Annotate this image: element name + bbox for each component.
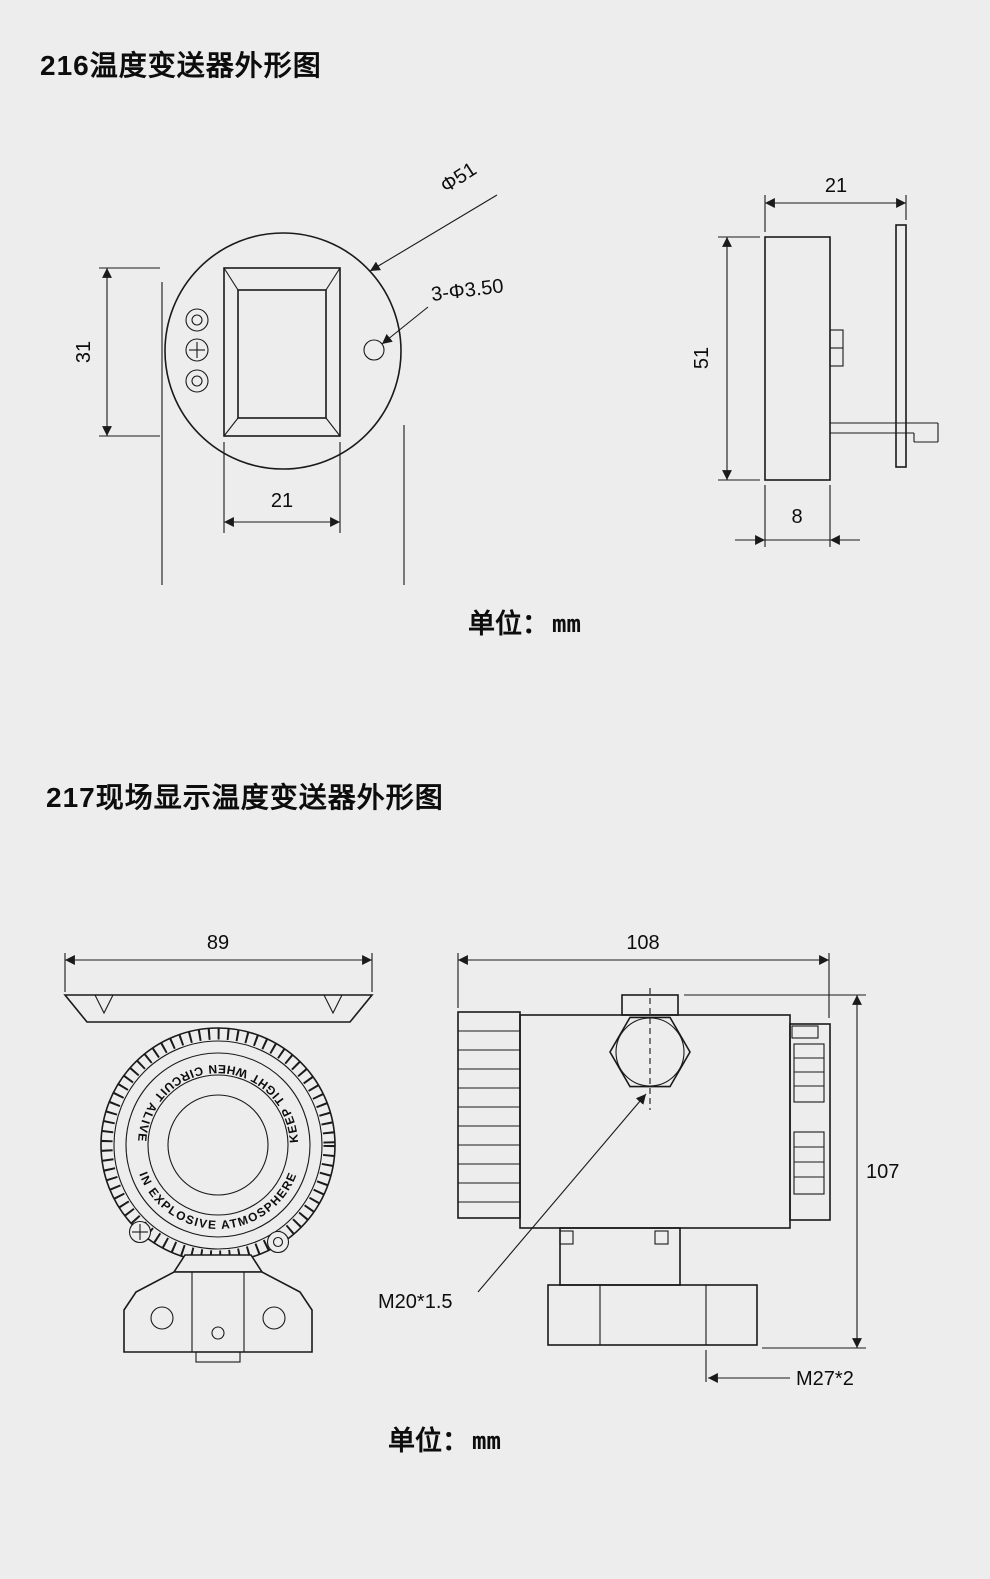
- unit-label: 单位：: [388, 1425, 469, 1456]
- dim-label-51: 51: [691, 347, 713, 369]
- bezel-corner: [223, 417, 239, 437]
- section-217-title: 217现场显示温度变送器外形图: [46, 782, 444, 813]
- bracket-bolt-hole-right: [262, 1306, 286, 1330]
- dim-base-8: 8: [735, 485, 860, 547]
- display-bezel-outer: [223, 267, 341, 437]
- side-body: [764, 236, 831, 481]
- process-hex-flange: [547, 1284, 758, 1346]
- bezel-corner: [223, 267, 239, 291]
- conduit-entry-hex: [609, 988, 691, 1110]
- dim-label-8: 8: [791, 506, 802, 528]
- dim-label-108: 108: [626, 932, 659, 954]
- side-left-cover: [457, 1011, 521, 1219]
- screw-terminal: [185, 338, 209, 362]
- mounting-hole: [363, 339, 385, 361]
- housing-circle: [164, 232, 402, 470]
- dim-depth-21-side: 21: [764, 175, 907, 232]
- locking-screw: [266, 1230, 290, 1254]
- label-ring-outer: [125, 1052, 311, 1238]
- front-view-216: [161, 232, 405, 585]
- bezel-inner-edge: [113, 1040, 323, 1250]
- dim-label-107: 107: [866, 1161, 899, 1183]
- front-view-217: KEEP TIGHT WHEN CIRCUIT ALIVE IN EXPLOSI…: [63, 994, 374, 1363]
- dim-label-diameter: Φ51: [437, 158, 481, 197]
- bracket-bolt-hole-left: [150, 1306, 174, 1330]
- side-panel-plate: [895, 224, 907, 468]
- drawing-217: KEEP TIGHT WHEN CIRCUIT ALIVE IN EXPLOSI…: [63, 932, 899, 1456]
- process-connection: [547, 1227, 758, 1346]
- dim-height-107: 107: [684, 994, 899, 1349]
- dim-height-31: 31: [73, 267, 160, 437]
- unit-value: mm: [552, 610, 581, 638]
- dim-height-51: 51: [691, 236, 760, 481]
- dim-thread-m27: M27*2: [705, 1350, 854, 1390]
- unit-value: mm: [472, 1427, 501, 1455]
- top-mounting-plate: [63, 994, 374, 1023]
- bracket-center-hole: [211, 1326, 225, 1340]
- window-glass: [167, 1094, 269, 1196]
- unit-note-217: 单位： mm: [388, 1425, 501, 1456]
- dim-label-31: 31: [73, 341, 95, 363]
- side-view-216: [764, 224, 939, 481]
- side-right-cover: [789, 1023, 831, 1221]
- button-down: [185, 369, 209, 393]
- dim-diameter-51: Φ51: [369, 158, 498, 272]
- dim-label-21-side: 21: [825, 175, 847, 197]
- display-window: [237, 289, 327, 419]
- side-view-217: [457, 988, 831, 1346]
- dim-width-108: 108: [457, 932, 830, 1018]
- bezel-knurl-ring: [101, 1028, 335, 1262]
- bottom-mounting-bracket: [123, 1254, 313, 1363]
- dim-label-m20: M20*1.5: [378, 1291, 453, 1313]
- section-216-title: 216温度变送器外形图: [40, 50, 322, 81]
- dim-width-89: 89: [64, 932, 373, 992]
- dim-width-21-front: 21: [223, 442, 341, 533]
- unit-label: 单位：: [468, 608, 549, 639]
- unit-note-216: 单位： mm: [468, 608, 581, 639]
- dim-label-21-front: 21: [271, 490, 293, 512]
- side-mounting-clip: [830, 422, 939, 443]
- ground-screw: [128, 1220, 152, 1244]
- bezel-corner: [325, 417, 341, 437]
- window-ring: [147, 1074, 289, 1216]
- dim-label-m27: M27*2: [796, 1368, 854, 1390]
- drawing-216: Φ51 3-Φ3.50 31 21 21: [73, 158, 939, 639]
- dim-label-89: 89: [207, 932, 229, 954]
- bezel-corner: [325, 267, 341, 291]
- dim-label-holes: 3-Φ3.50: [430, 275, 505, 306]
- dim-thread-m20: M20*1.5: [378, 1093, 647, 1313]
- button-up: [185, 308, 209, 332]
